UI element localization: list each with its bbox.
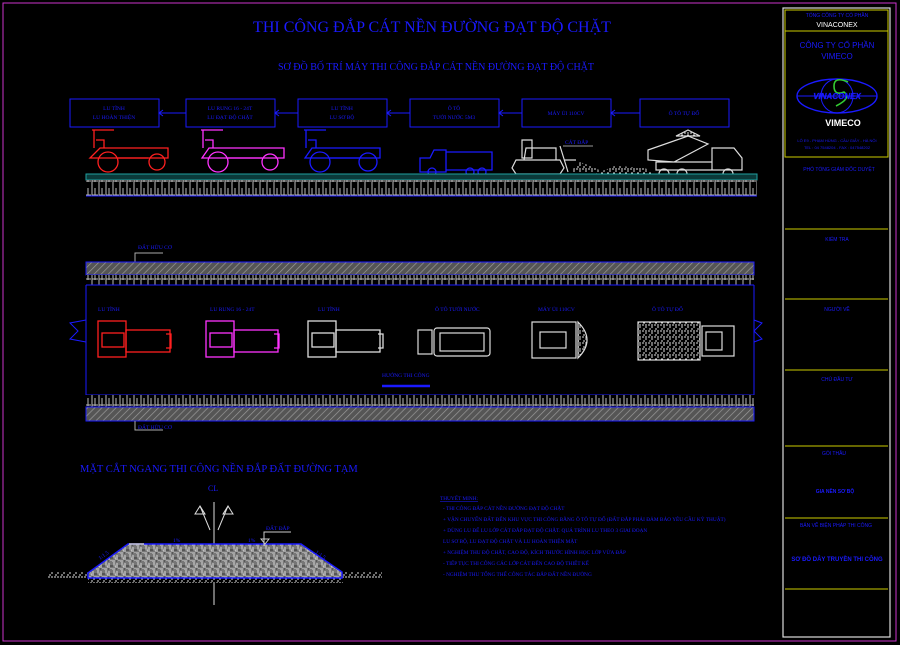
roller-static-icon	[303, 129, 381, 173]
drafter-label: NGƯỜI VẼ	[824, 306, 850, 313]
note-item: - THI CÔNG ĐẮP CÁT NỀN ĐƯỜNG ĐẠT ĐỘ CHẶT	[443, 504, 565, 512]
contact: TEL : 04 7548204 - FAX : 047548202	[804, 145, 871, 150]
flow-box-finish-roller: LU TĨNH LU HOÀN THIỆN	[69, 98, 160, 128]
drawing-value: SƠ ĐỒ DÂY TRUYỀN THI CÔNG	[791, 555, 883, 563]
parent-company: VINACONEX	[816, 22, 858, 29]
slope-right-label: 1:1.5	[314, 550, 327, 561]
embankment	[87, 543, 343, 579]
plan-view: ĐẤT HỮU CƠ ĐẤT HỮU CƠ LU TĨNH LU RUNG 16…	[68, 243, 763, 431]
note-item: LU SƠ BỘ, LU ĐẠT ĐỘ CHẶT VÀ LU HOÀN THIỆ…	[443, 537, 578, 545]
plan-water-truck-icon	[417, 327, 491, 357]
flow-arrows	[158, 109, 640, 117]
drawing-label: BẢN VẼ BIỆN PHÁP THI CÔNG	[800, 521, 872, 529]
flow-box-dump-truck: Ô TÔ TỰ ĐỔ	[639, 98, 730, 128]
flow-box-line1: Ô TÔ TỰ ĐỔ	[669, 109, 700, 117]
plan-label-bulldozer: MÁY ỦI 110CV	[538, 305, 575, 313]
contractor-label: GÓI THẦU	[822, 450, 846, 457]
flow-box-static-roller: LU TĨNH LU SƠ BỘ	[297, 98, 388, 128]
notes: THUYẾT MINH: - THI CÔNG ĐẮP CÁT NỀN ĐƯỜN…	[440, 494, 726, 578]
flow-box-line1: LU TĨNH	[331, 104, 353, 112]
dump-truck-icon	[647, 129, 743, 180]
existing-soil-label-bottom: ĐẤT HỮU CƠ	[138, 423, 173, 431]
elevation-road	[85, 173, 758, 197]
direction-label: HƯỚNG THI CÔNG	[382, 371, 430, 379]
approver-label: PHÓ TỔNG GIÁM ĐỐC DUYỆT	[803, 165, 875, 173]
flow-box-line2: LU ĐẠT ĐỘ CHẶT	[207, 113, 253, 121]
fill-label: ĐẤT ĐẮP	[266, 524, 290, 532]
layout-subtitle: SƠ ĐỒ BỐ TRÍ MÁY THI CÔNG ĐẮP CÁT NỀN ĐƯ…	[278, 60, 594, 73]
flow-box-water-truck: Ô TÔ TƯỚI NƯỚC 5M3	[409, 98, 500, 128]
crossfall-left: 1%	[173, 538, 181, 544]
note-item: - TIẾP TỤC THI CÔNG CÁC LỚP CÁT ĐẾN CAO …	[443, 559, 589, 567]
plan-roller-static-icon	[307, 320, 384, 358]
logo-brand: VIMECO	[825, 118, 861, 128]
note-item: + VẬN CHUYỂN ĐẤT ĐẾN KHU VỰC THI CÔNG BẰ…	[443, 515, 726, 523]
address: LÔ E9 - PHẠM HÙNG - CẦU GIẤY - HÀ NỘI	[797, 138, 876, 143]
flow-box-line2: LU SƠ BỘ	[330, 113, 355, 121]
slope-left-label: 1:1.5	[98, 550, 111, 561]
crossfall-right: 1%	[248, 538, 256, 544]
plan-label-static-roller-1: LU TĨNH	[98, 305, 120, 313]
water-truck-icon	[419, 149, 493, 177]
vinaconex-logo: VINACONEX	[796, 78, 878, 114]
plan-label-static-roller-2: LU TĨNH	[318, 305, 340, 313]
existing-soil-label-top: ĐẤT HỮU CƠ	[138, 243, 173, 251]
flow-box-line1: MÁY ỦI 110CV	[548, 109, 585, 117]
note-item: - NGHIỆM THU TỔNG THỂ CÔNG TÁC ĐẮP ĐẤT N…	[443, 570, 592, 578]
flow-chart: LU TĨNH LU HOÀN THIỆN LU RUNG 16 - 24T L…	[69, 98, 730, 128]
flow-box-line2: TƯỚI NƯỚC 5M3	[433, 113, 476, 121]
flow-box-vibratory-roller: LU RUNG 16 - 24T LU ĐẠT ĐỘ CHẶT	[185, 98, 276, 128]
checker-label: KIỂM TRA	[825, 236, 849, 243]
section-title: MẶT CẮT NGANG THI CÔNG NỀN ĐẮP ĐẤT ĐƯỜNG…	[80, 462, 358, 475]
note-item: + NGHIỆM THU ĐỘ CHẶT, CAO ĐỘ, KÍCH THƯỚC…	[443, 548, 626, 556]
company-line1: CÔNG TY CỔ PHẦN	[800, 40, 875, 50]
roller-vibratory-icon	[200, 129, 285, 173]
plan-roller-vibratory-icon	[205, 320, 280, 358]
cross-section: MẶT CẮT NGANG THI CÔNG NỀN ĐẮP ĐẤT ĐƯỜNG…	[48, 462, 382, 605]
parent-company-label: TỔNG CÔNG TY CỔ PHẦN	[806, 12, 869, 19]
plan-label-vibratory-roller: LU RUNG 16 - 24T	[210, 307, 255, 313]
company-line2: VIMECO	[821, 52, 853, 61]
plan-label-dump-truck: Ô TÔ TỰ ĐỔ	[652, 305, 683, 313]
sand-pile	[595, 166, 655, 174]
plan-label-water-truck: Ô TÔ TƯỚI NƯỚC	[435, 305, 480, 313]
flow-box-bulldozer: MÁY ỦI 110CV	[521, 98, 612, 128]
logo-text: VINACONEX	[813, 92, 861, 101]
sand-label: CÁT ĐẮP	[565, 138, 588, 146]
title-block: TỔNG CÔNG TY CỔ PHẦN VINACONEX CÔNG TY C…	[782, 7, 891, 638]
contractor-value: GIA NỀN SƠ BỘ	[816, 487, 855, 495]
plan-roller-finish-icon	[97, 320, 172, 358]
flow-box-line1: Ô TÔ	[448, 104, 461, 112]
page-title: THI CÔNG ĐẮP CÁT NỀN ĐƯỜNG ĐẠT ĐỘ CHẶT	[253, 17, 611, 36]
centerline-label: CL	[208, 484, 218, 493]
owner-label: CHỦ ĐẦU TƯ	[821, 376, 853, 383]
flow-box-line1: LU TĨNH	[103, 104, 125, 112]
note-item: + DÙNG LU ĐỂ LU LỚP CÁT ĐẮP ĐẠT ĐỘ CHẶT.…	[443, 526, 647, 534]
notes-heading: THUYẾT MINH:	[440, 494, 479, 502]
plan-dump-truck-icon	[637, 321, 735, 361]
plan-bulldozer-icon	[531, 320, 588, 360]
bulldozer-icon	[511, 139, 604, 175]
roller-finish-icon	[88, 129, 169, 173]
flow-box-line1: LU RUNG 16 - 24T	[208, 106, 253, 112]
flow-box-line2: LU HOÀN THIỆN	[93, 113, 135, 121]
